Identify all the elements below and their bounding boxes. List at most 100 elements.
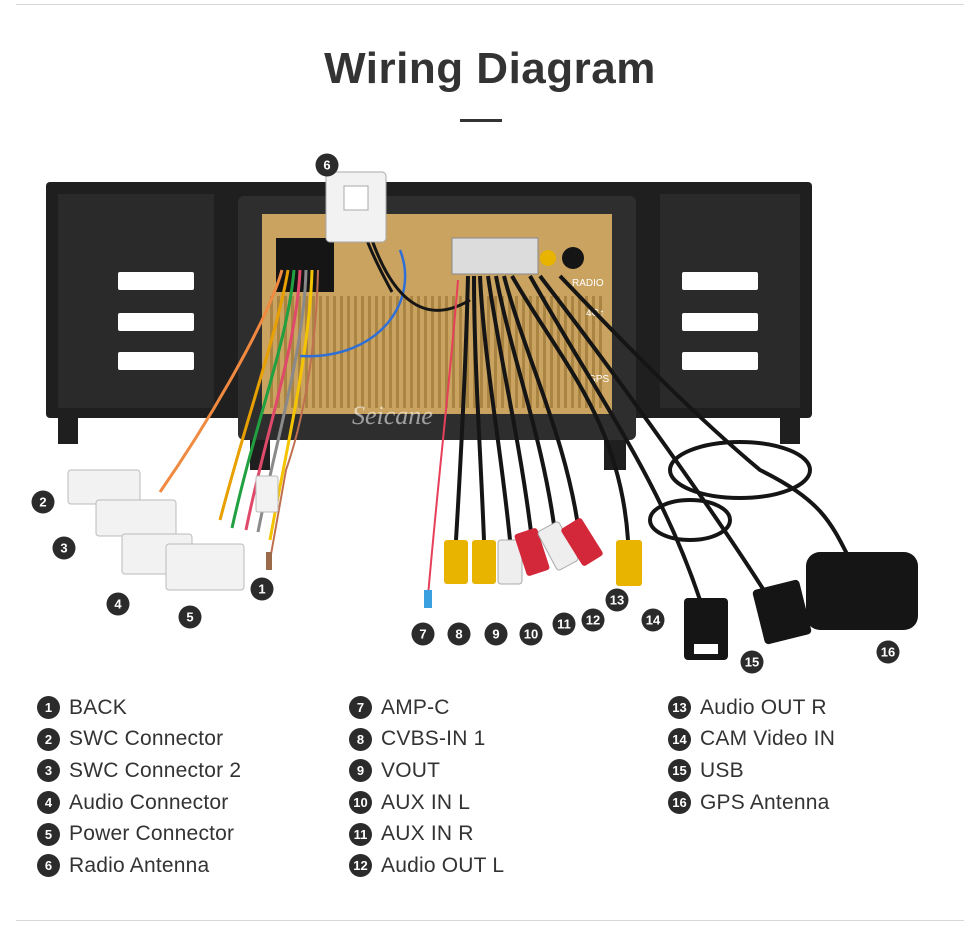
swc-connector-2-plug xyxy=(95,499,177,537)
legend-item: 8 CVBS-IN 1 xyxy=(349,724,504,756)
radio-port-label: RADIO xyxy=(572,278,604,289)
title-underline xyxy=(460,119,502,122)
gps-port-label: GPS xyxy=(588,374,609,385)
power-connector-plug xyxy=(165,543,245,591)
callout-4: 4 xyxy=(106,592,130,616)
legend-number-badge: 16 xyxy=(668,791,691,815)
bottom-divider xyxy=(16,920,964,921)
cam-video-in-plug xyxy=(616,540,642,586)
legend-label: USB xyxy=(700,758,744,782)
usb-plug-2 xyxy=(752,579,812,645)
usb-gps-cables xyxy=(528,274,852,602)
legend-label: AMP-C xyxy=(381,695,450,719)
radio-antenna-connector xyxy=(325,171,394,293)
frame-slot xyxy=(682,272,758,290)
callout-13: 13 xyxy=(605,588,629,612)
vout-plug xyxy=(472,540,496,584)
aux-in-l-plug xyxy=(497,539,523,585)
callout-number: 7 xyxy=(419,627,426,642)
legend-item: 11 AUX IN R xyxy=(349,818,504,850)
white-connectors xyxy=(67,469,279,591)
legend-item: 1 BACK xyxy=(37,692,241,724)
frame-slot xyxy=(682,313,758,331)
unit-chassis: RADIO 4G↑ GPS Seicane xyxy=(238,196,636,440)
legend-number-badge: 5 xyxy=(37,822,60,846)
callout-number: 6 xyxy=(323,158,330,173)
legend-number-badge: 1 xyxy=(37,696,60,720)
wiring-diagram: RADIO 4G↑ GPS Seicane xyxy=(31,153,918,674)
frame-slot xyxy=(118,313,194,331)
legend-item: 2 SWC Connector xyxy=(37,724,241,756)
rca-plugs xyxy=(424,518,642,608)
back-wire-tip xyxy=(266,552,272,570)
legend-number-badge: 4 xyxy=(37,791,60,815)
callout-number: 10 xyxy=(524,627,538,642)
legend-number-badge: 6 xyxy=(37,854,60,878)
callout-11: 11 xyxy=(552,612,576,636)
legend-label: SWC Connector xyxy=(69,727,224,751)
callout-10: 10 xyxy=(519,622,543,646)
legend-number-badge: 13 xyxy=(668,696,691,720)
legend-label: Audio OUT L xyxy=(381,853,505,877)
legend-label: VOUT xyxy=(381,758,441,782)
callout-1: 1 xyxy=(250,577,274,601)
legend-label: AUX IN R xyxy=(381,822,474,846)
radio-antenna-socket xyxy=(562,247,584,269)
legend-number-badge: 15 xyxy=(668,759,691,783)
gps-socket xyxy=(540,250,556,266)
callout-number: 5 xyxy=(186,610,193,625)
callout-16: 16 xyxy=(876,640,900,664)
top-divider xyxy=(16,4,964,5)
legend-item: 9 VOUT xyxy=(349,755,504,787)
page-title: Wiring Diagram xyxy=(324,44,656,93)
gps-antenna-puck xyxy=(806,552,918,630)
callout-7: 7 xyxy=(411,622,435,646)
watermark: Seicane xyxy=(352,401,433,430)
legend-number-badge: 3 xyxy=(37,759,60,783)
frame-slot xyxy=(118,272,194,290)
cvbs-in-1-plug xyxy=(444,540,468,584)
frame-slot xyxy=(682,352,758,370)
rca-socket-block xyxy=(451,237,539,275)
legend-number-badge: 10 xyxy=(349,791,372,815)
callout-number: 12 xyxy=(586,613,600,628)
audio-out-r-plug xyxy=(561,518,603,566)
legend-number-badge: 8 xyxy=(349,727,372,751)
callout-number: 2 xyxy=(39,495,46,510)
callout-number: 15 xyxy=(745,655,759,670)
amp-c-wire-tip xyxy=(424,590,432,608)
legend-item: 5 Power Connector xyxy=(37,818,241,850)
legend-label: SWC Connector 2 xyxy=(69,758,242,782)
callout-number: 3 xyxy=(60,541,67,556)
legend-item: 16 GPS Antenna xyxy=(668,787,835,819)
callout-number: 16 xyxy=(881,645,895,660)
callout-14: 14 xyxy=(641,608,665,632)
callout-3: 3 xyxy=(52,536,76,560)
callout-number: 11 xyxy=(557,617,571,632)
legend-number-badge: 9 xyxy=(349,759,372,783)
frame-slot xyxy=(118,352,194,370)
legend-label: Power Connector xyxy=(69,822,235,846)
legend-item: 10 AUX IN L xyxy=(349,787,504,819)
legend-number-badge: 2 xyxy=(37,727,60,751)
callout-2: 2 xyxy=(31,490,55,514)
callout-number: 8 xyxy=(455,627,462,642)
callout-number: 14 xyxy=(646,613,661,628)
legend-item: 3 SWC Connector 2 xyxy=(37,755,241,787)
rca-cables xyxy=(427,275,630,597)
legend-label: AUX IN L xyxy=(381,790,471,814)
legend-label: BACK xyxy=(69,695,127,719)
legend-label: CVBS-IN 1 xyxy=(381,727,486,751)
legend-number-badge: 11 xyxy=(349,822,372,846)
legend-label: GPS Antenna xyxy=(700,790,830,814)
